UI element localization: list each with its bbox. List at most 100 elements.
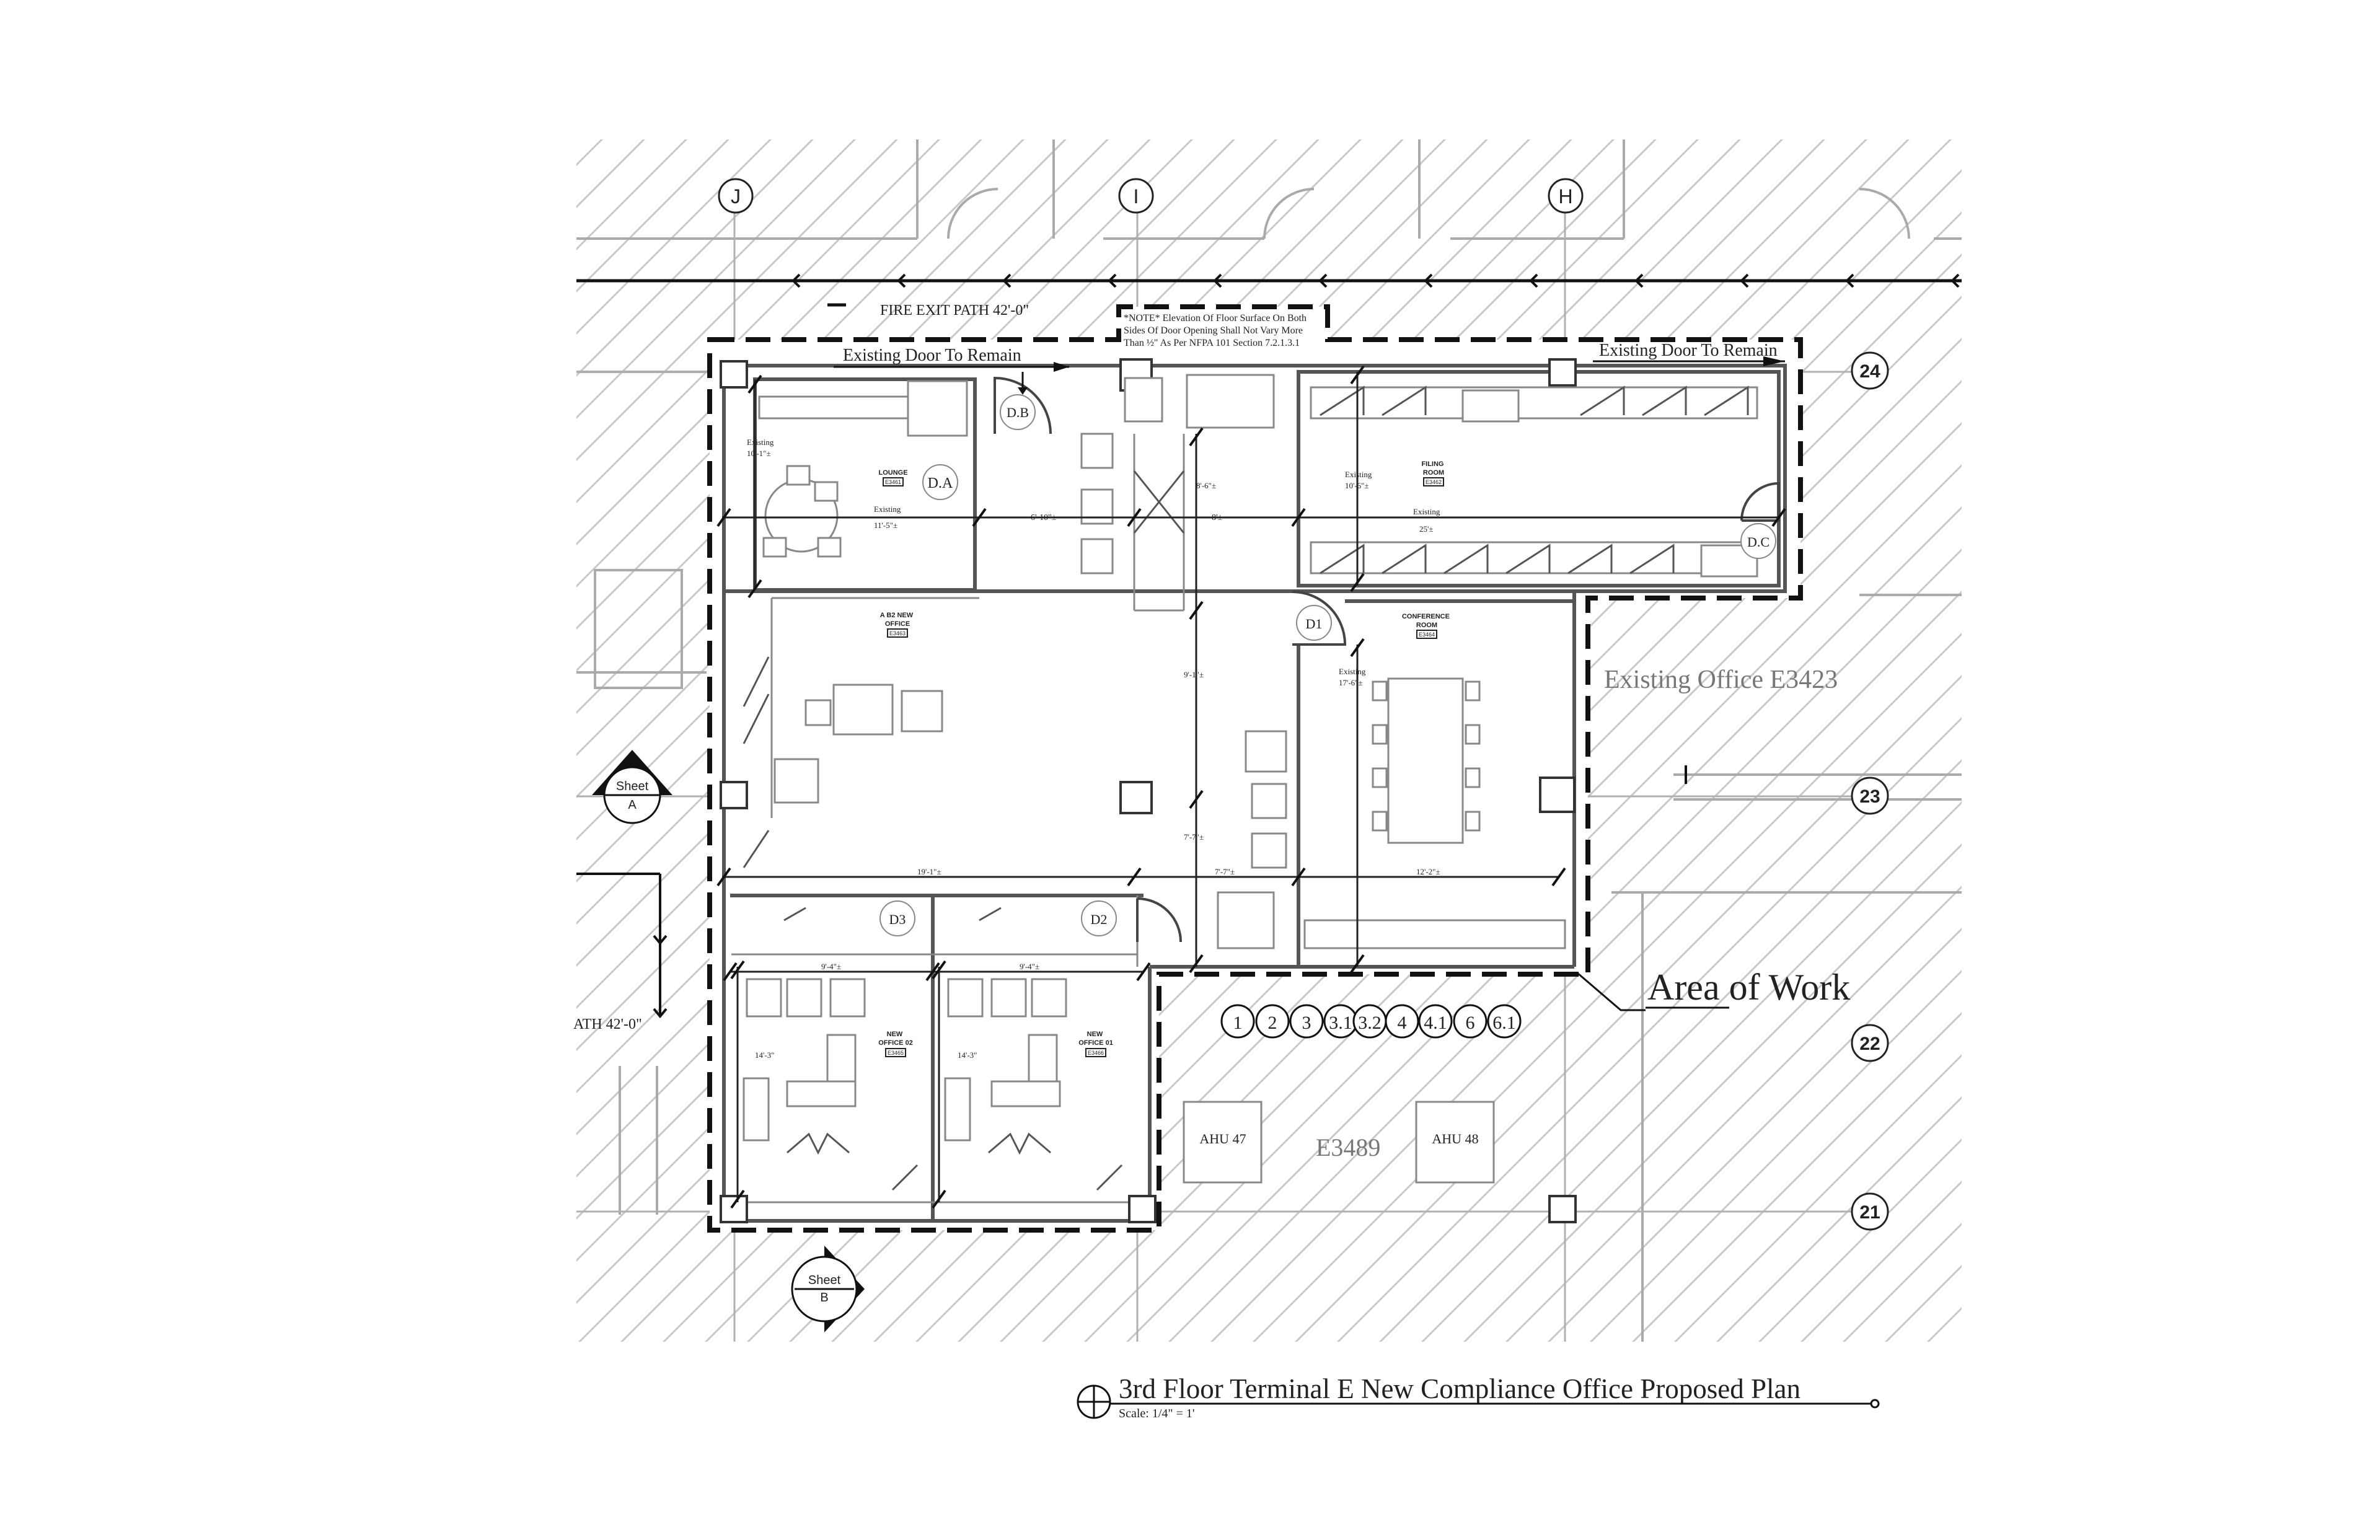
- dimension-lines: [716, 365, 1786, 1209]
- grid-row-23: 23: [1851, 777, 1889, 815]
- svg-text:Sheet: Sheet: [616, 780, 649, 793]
- svg-text:3.2: 3.2: [1358, 1013, 1382, 1033]
- dim-conf-v-label: Existing: [1339, 667, 1366, 676]
- svg-text:A: A: [628, 798, 637, 812]
- section-marker-a: Sheet A: [592, 750, 672, 824]
- svg-text:24: 24: [1859, 361, 1880, 382]
- existing-door-label-left: Existing Door To Remain: [843, 346, 1021, 365]
- door-tags: D.A D.B D.C D1 D2 D3: [879, 372, 1776, 936]
- grid-row-22: 22: [1851, 1024, 1889, 1062]
- plan-title-block: 3rd Floor Terminal E New Compliance Offi…: [1077, 1373, 1880, 1420]
- dim-corridor-v: 8'-6"±: [1196, 481, 1216, 490]
- room-tag-lounge: LOUNGE E3461: [878, 469, 908, 486]
- existing-door-label-right: Existing Door To Remain: [1599, 341, 1778, 360]
- section-marker-b: Sheet B: [791, 1246, 865, 1332]
- dim-office02-d: 14'-3": [755, 1050, 774, 1060]
- dim-office02-w: 9'-4"±: [821, 962, 841, 971]
- svg-text:2: 2: [1268, 1013, 1277, 1033]
- room-tag-new-office-01: NEW OFFICE 01 E3466: [1078, 1031, 1113, 1057]
- keynote-3: 3: [1289, 1004, 1324, 1039]
- svg-text:H: H: [1558, 185, 1572, 208]
- grid-column-I: I: [1118, 178, 1154, 214]
- grid-row-21: 21: [1851, 1192, 1889, 1231]
- dim-lower-v: 7'-7"±: [1184, 832, 1204, 842]
- svg-text:3: 3: [1302, 1013, 1311, 1033]
- keynote-3-2: 3.2: [1352, 1004, 1387, 1039]
- ahu-47-label: AHU 47: [1199, 1131, 1246, 1146]
- dim-mid-h: 7'-7"±: [1215, 867, 1235, 876]
- dim-lounge-v: 10'-1"±: [747, 449, 771, 458]
- e3489-label: E3489: [1316, 1133, 1380, 1161]
- svg-text:D.C: D.C: [1747, 534, 1770, 550]
- annotations: Existing Door To Remain Existing Door To…: [834, 313, 1850, 1161]
- room-tag-new-office-02: NEW OFFICE 02 E3465: [878, 1031, 913, 1057]
- svg-text:22: 22: [1859, 1034, 1880, 1054]
- svg-text:3.1: 3.1: [1329, 1013, 1352, 1033]
- svg-text:Sheet: Sheet: [808, 1274, 841, 1287]
- dim-filing-v: 10'-6"±: [1345, 481, 1369, 490]
- svg-text:D3: D3: [889, 912, 906, 927]
- fire-exit-path-label: FIRE EXIT PATH 42'-0": [880, 302, 1029, 319]
- room-tag-conference-room: CONFERENCE ROOM E3464: [1402, 613, 1452, 639]
- svg-text:4: 4: [1398, 1013, 1407, 1033]
- dim-lounge-h-label: Existing: [874, 504, 901, 514]
- keynote-2: 2: [1255, 1004, 1290, 1039]
- existing-office-label: Existing Office E3423: [1604, 666, 1838, 694]
- room-tag-a-b2-new-office: A B2 NEW OFFICE E3463: [880, 612, 914, 638]
- dim-conf-h: 12'-2"±: [1416, 867, 1440, 876]
- dim-filing-h-label: Existing: [1413, 507, 1440, 516]
- shelf-markings: [743, 385, 1749, 1191]
- svg-text:B: B: [820, 1291, 828, 1305]
- svg-text:E3463: E3463: [889, 630, 906, 636]
- keynote-1: 1: [1220, 1004, 1255, 1039]
- svg-text:E3464: E3464: [1419, 631, 1435, 638]
- fire-exit-path-label-partial: ATH 42'-0": [573, 1016, 642, 1032]
- svg-text:CONFERENCE ROOM: CONFERENCE ROOM: [1402, 613, 1452, 629]
- svg-text:D2: D2: [1091, 912, 1108, 927]
- keynote-4: 4: [1385, 1004, 1419, 1039]
- plan-title: 3rd Floor Terminal E New Compliance Offi…: [1119, 1373, 1800, 1404]
- room-tag-filing-room: FILING ROOM E3462: [1421, 460, 1444, 486]
- svg-text:I: I: [1134, 185, 1139, 208]
- svg-text:4.1: 4.1: [1424, 1013, 1447, 1033]
- svg-text:E3465: E3465: [888, 1050, 904, 1056]
- dim-corridor: 6'-10"±: [1031, 513, 1057, 522]
- grid-row-24: 24: [1851, 351, 1889, 390]
- dim-lounge-h: 11'-5"±: [874, 521, 897, 530]
- grid-column-J: J: [718, 178, 754, 214]
- dim-office01-w: 9'-4"±: [1020, 962, 1039, 971]
- grid-column-H: H: [1548, 178, 1584, 214]
- ahu-48-label: AHU 48: [1432, 1131, 1478, 1146]
- keynote-6: 6: [1453, 1004, 1488, 1039]
- doors: [994, 376, 1780, 943]
- svg-text:E3466: E3466: [1088, 1050, 1104, 1056]
- dim-filing-h: 25'±: [1419, 524, 1433, 534]
- svg-text:NEW OFFICE 01: NEW OFFICE 01: [1078, 1031, 1113, 1047]
- svg-text:D.B: D.B: [1007, 405, 1029, 420]
- dim-corridor-h: 8'±: [1212, 513, 1223, 522]
- keynote-6-1: 6.1: [1487, 1004, 1522, 1039]
- area-of-work-label: Area of Work: [1647, 967, 1850, 1008]
- dim-filing-v-label: Existing: [1345, 470, 1372, 479]
- svg-text:LOUNGE: LOUNGE: [878, 469, 907, 477]
- elevation-note: *NOTE* Elevation Of Floor Surface On Bot…: [1124, 313, 1309, 348]
- svg-text:6.1: 6.1: [1492, 1013, 1516, 1033]
- svg-text:J: J: [731, 185, 741, 208]
- door-tag-dc: D.C: [1740, 523, 1776, 559]
- dim-mid-v: 9'-1"±: [1184, 670, 1204, 679]
- room-tags: LOUNGE E3461 FILING ROOM E3462 A B2 NEW …: [878, 460, 1452, 1057]
- dim-office01-d: 14'-3": [958, 1050, 977, 1060]
- keynote-4-1: 4.1: [1418, 1004, 1453, 1039]
- svg-text:E3462: E3462: [1426, 479, 1442, 485]
- keynote-3-1: 3.1: [1323, 1004, 1358, 1039]
- svg-text:E3461: E3461: [885, 479, 901, 485]
- door-tag-da: D.A: [922, 464, 958, 500]
- door-tag-d2: D2: [1081, 900, 1117, 936]
- structural-columns: [720, 358, 1577, 1223]
- door-tag-d1: D1: [1296, 605, 1332, 641]
- furniture: [743, 374, 1758, 1184]
- door-tag-d3: D3: [879, 900, 915, 936]
- svg-text:23: 23: [1859, 786, 1880, 807]
